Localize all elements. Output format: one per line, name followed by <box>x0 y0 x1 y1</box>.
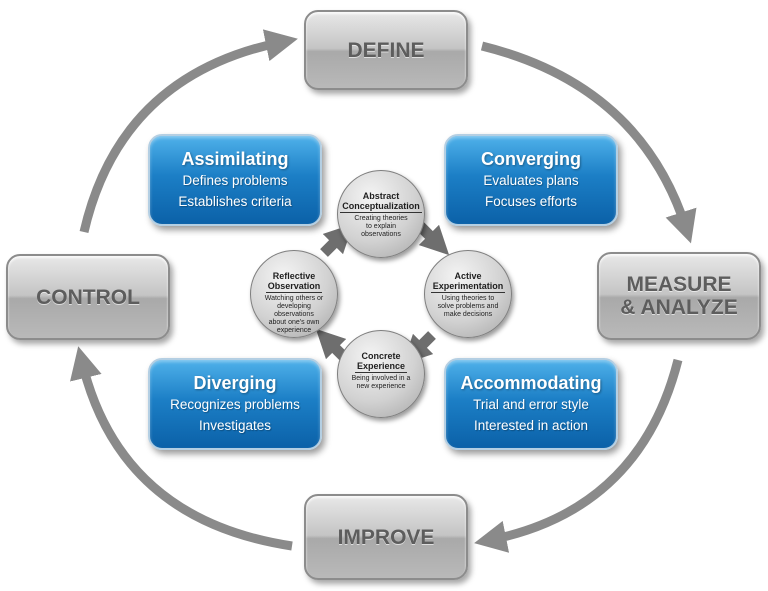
style-diverging-title: Diverging <box>193 373 277 393</box>
phase-abstract-title: Abstract Conceptualization <box>340 191 422 213</box>
phase-concrete-experience: Concrete Experience Being involved in a … <box>337 330 425 418</box>
style-accommodating: Accommodating Trial and error style Inte… <box>444 358 618 450</box>
phase-abstract-desc: Creating theories to explain observation… <box>338 215 424 239</box>
stage-define: DEFINE <box>304 10 468 90</box>
style-assimilating: Assimilating Defines problems Establishe… <box>148 134 322 226</box>
phase-abstract-conceptualization: Abstract Conceptualization Creating theo… <box>337 170 425 258</box>
stage-improve: IMPROVE <box>304 494 468 580</box>
phase-active-desc-line-3: make decisions <box>443 311 493 318</box>
stage-control-label: CONTROL <box>36 285 140 309</box>
stage-analyze-label: & ANALYZE <box>620 296 738 319</box>
stage-define-label: DEFINE <box>347 38 425 62</box>
phase-reflective-desc: Watching others or developing observatio… <box>251 295 337 335</box>
stage-measure-label: MEASURE <box>626 273 732 296</box>
arrow-define-to-measure <box>480 41 697 244</box>
phase-reflective-title-line-1: Reflective <box>272 271 316 281</box>
stage-improve-label: IMPROVE <box>337 525 435 549</box>
phase-active-title-line-2: Experimentation <box>432 281 504 291</box>
phase-reflective-desc-line-4: experience <box>276 327 312 334</box>
phase-concrete-title: Concrete Experience <box>354 351 408 373</box>
style-converging-line-2: Focuses efforts <box>484 194 578 209</box>
arrow-improve-to-control <box>70 346 293 551</box>
phase-concrete-desc-line-2: new experience <box>356 383 406 390</box>
style-diverging-line-1: Recognizes problems <box>170 397 300 412</box>
phase-concrete-desc: Being involved in a new experience <box>338 375 424 391</box>
arrow-control-to-define <box>79 29 298 234</box>
style-assimilating-title: Assimilating <box>181 149 289 169</box>
phase-active-experimentation: Active Experimentation Using theories to… <box>424 250 512 338</box>
style-assimilating-line-1: Defines problems <box>182 173 288 188</box>
style-accommodating-line-2: Interested in action <box>473 418 589 433</box>
phase-active-desc-line-2: solve problems and <box>437 303 499 310</box>
phase-abstract-title-line-1: Abstract <box>362 191 400 201</box>
style-diverging-line-2: Investigates <box>198 418 272 433</box>
phase-abstract-desc-line-2: to explain <box>366 223 396 230</box>
style-converging-line-1: Evaluates plans <box>483 173 579 188</box>
phase-reflective-desc-line-3: about one's own <box>268 319 320 326</box>
stage-measure-analyze: MEASURE & ANALYZE <box>597 252 761 340</box>
arrow-measure-to-improve <box>474 358 683 553</box>
phase-reflective-title-line-2: Observation <box>267 281 321 291</box>
phase-abstract-desc-line-1: Creating theories <box>354 215 408 222</box>
phase-abstract-desc-line-3: observations <box>361 231 401 238</box>
style-assimilating-line-2: Establishes criteria <box>178 194 292 209</box>
phase-concrete-title-line-2: Experience <box>356 361 406 371</box>
stage-control: CONTROL <box>6 254 170 340</box>
phase-reflective-title: Reflective Observation <box>265 271 323 293</box>
arrow-abstract-to-active <box>416 222 450 256</box>
phase-active-desc: Using theories to solve problems and mak… <box>425 295 511 319</box>
phase-active-title-line-1: Active <box>454 271 482 281</box>
phase-reflective-desc-line-1: Watching others or <box>264 295 324 302</box>
arrow-reflective-to-abstract <box>320 223 354 257</box>
style-accommodating-title: Accommodating <box>460 373 602 393</box>
phase-reflective-observation: Reflective Observation Watching others o… <box>250 250 338 338</box>
phase-active-desc-line-1: Using theories to <box>441 295 495 302</box>
style-diverging: Diverging Recognizes problems Investigat… <box>148 358 322 450</box>
phase-concrete-title-line-1: Concrete <box>361 351 401 361</box>
style-converging: Converging Evaluates plans Focuses effor… <box>444 134 618 226</box>
style-converging-title: Converging <box>480 149 581 169</box>
phase-reflective-desc-line-2: developing observations <box>274 303 314 318</box>
style-accommodating-line-1: Trial and error style <box>473 397 589 412</box>
phase-active-title: Active Experimentation <box>430 271 506 293</box>
phase-abstract-title-line-2: Conceptualization <box>342 201 420 211</box>
phase-concrete-desc-line-1: Being involved in a <box>351 375 411 382</box>
